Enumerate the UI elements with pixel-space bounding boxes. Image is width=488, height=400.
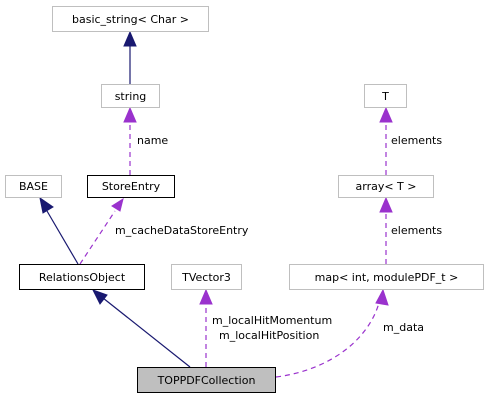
node-basic-string[interactable]: basic_string< Char >: [52, 6, 209, 32]
arrowhead-storeentry: [111, 197, 124, 212]
edge-label-local-hit-momentum: m_localHitMomentum: [212, 314, 333, 327]
node-top-pdf-collection[interactable]: TOPPDFCollection: [137, 367, 276, 393]
edge-label-name: name: [137, 134, 169, 147]
edge-label-m-data: m_data: [383, 321, 424, 334]
arrowhead-tvector3: [199, 288, 213, 305]
node-t[interactable]: T: [364, 84, 407, 108]
node-base[interactable]: BASE: [5, 175, 62, 198]
node-map[interactable]: map< int, modulePDF_t >: [289, 264, 484, 290]
edge-relations-to-storeentry: [79, 210, 116, 265]
node-store-entry[interactable]: StoreEntry: [87, 175, 175, 198]
arrowhead-base: [39, 196, 54, 214]
arrowhead-basic-string: [123, 30, 137, 47]
edge-label-elements-array: elements: [391, 224, 443, 237]
arrowhead-t: [379, 106, 393, 123]
node-string[interactable]: string: [101, 84, 160, 108]
edge-label-cache-entry: m_cacheDataStoreEntry: [115, 224, 249, 237]
edge-label-elements-t: elements: [391, 134, 443, 147]
node-relations-object[interactable]: RelationsObject: [19, 264, 145, 290]
edge-top-to-relations: [102, 297, 191, 368]
edge-relations-to-base: [46, 210, 79, 265]
node-tvector3[interactable]: TVector3: [171, 264, 242, 290]
arrowhead-array: [379, 196, 393, 213]
arrowhead-string: [123, 106, 137, 123]
edge-top-to-map: [275, 302, 380, 378]
edge-label-local-hit-position: m_localHitPosition: [219, 329, 320, 342]
arrowhead-map: [375, 288, 389, 306]
arrowhead-relations: [91, 289, 108, 305]
node-array[interactable]: array< T >: [338, 175, 434, 198]
